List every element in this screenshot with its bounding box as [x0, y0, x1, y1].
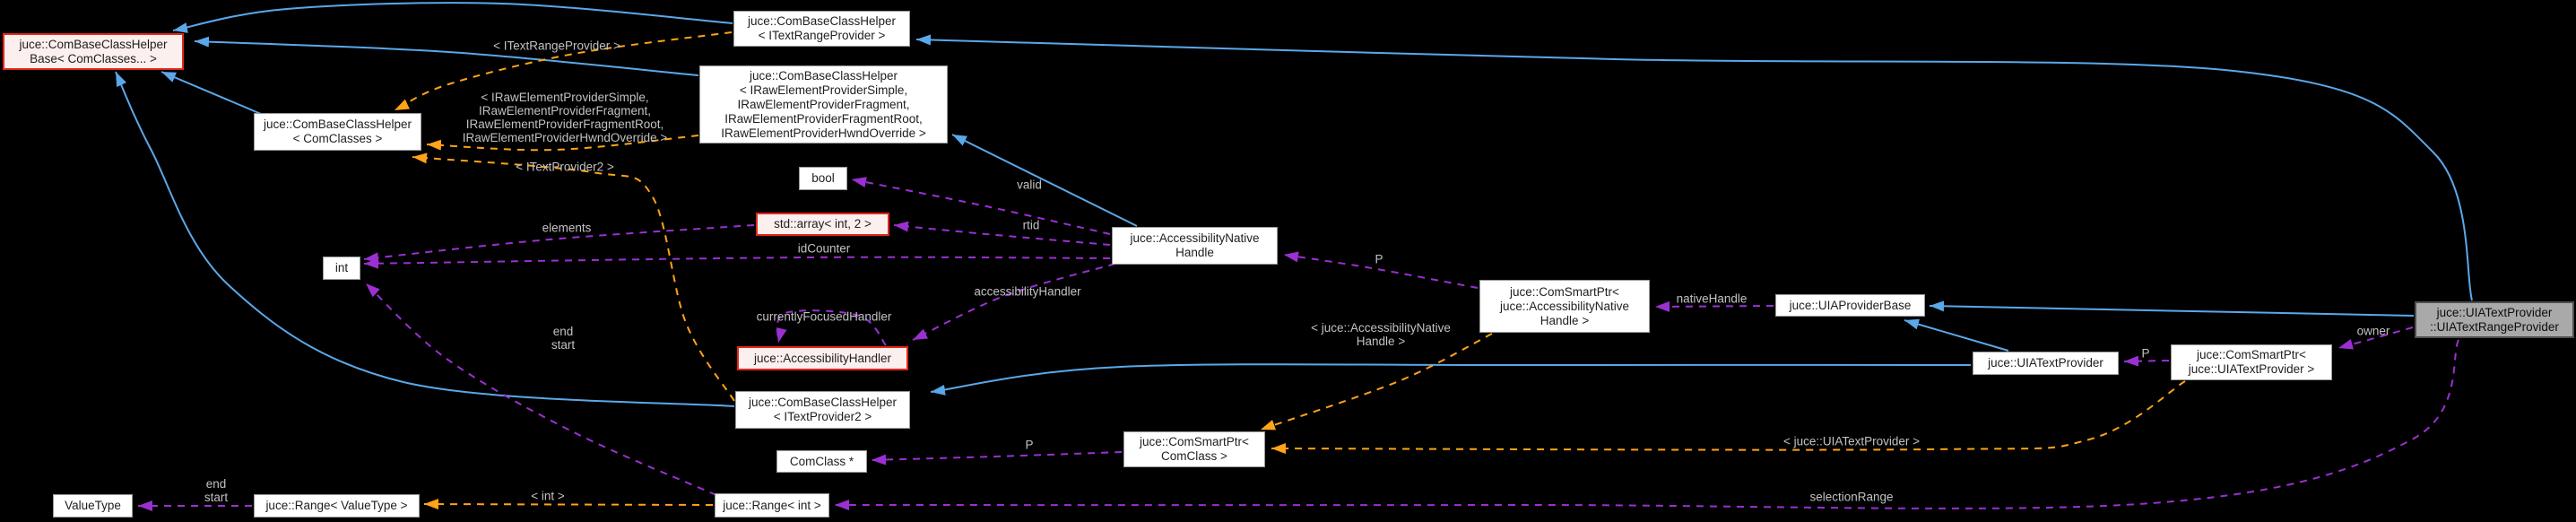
- node-label: juce::Range< ValueType >: [265, 499, 408, 512]
- node-label: ComClass >: [1161, 449, 1227, 463]
- node-label: IRawElementProviderFragmentRoot,: [724, 111, 923, 126]
- node-combaseclasshelper-irawelementprovider[interactable]: juce::ComBaseClassHelper< IRawElementPro…: [699, 65, 948, 144]
- node-label: < ITextProvider2 >: [773, 410, 872, 423]
- node-label: juce::UIATextProvider: [2436, 305, 2553, 319]
- node-uiatextrangeprovider[interactable]: juce::UIATextProvider::UIATextRangeProvi…: [2415, 301, 2574, 338]
- node-label: juce::UIATextProvider >: [2188, 362, 2315, 376]
- node-label: < ITextRangeProvider >: [758, 29, 886, 42]
- node-label: std::array< int, 2 >: [774, 217, 872, 231]
- node-label: ::UIATextRangeProvider: [2430, 319, 2559, 334]
- edge-rtid: [893, 221, 1111, 246]
- edge-tmpl-irawelement: [426, 135, 699, 152]
- edge-elements: [363, 224, 755, 264]
- node-label: Base< ComClasses... >: [30, 51, 157, 65]
- node-bool[interactable]: bool: [799, 167, 847, 190]
- edge-valid: [851, 177, 1111, 235]
- edge-selectionrange: [834, 339, 2459, 511]
- node-label: juce::ComBaseClassHelper: [749, 68, 898, 83]
- edge-itextrangeprovider-helper-to-base: [172, 2, 733, 33]
- edge-uiatextrangeprovider-to-uiaproviderbase: [1929, 300, 2415, 317]
- node-range-valuetype[interactable]: juce::Range< ValueType >: [254, 494, 420, 518]
- edge-irawelement-helper-to-base: [194, 36, 699, 76]
- edge-itextprovider2-helper-to-base: [115, 71, 735, 407]
- edge-tmpl-itextrangeprovider: [394, 31, 733, 111]
- node-valuetype[interactable]: ValueType: [53, 494, 133, 518]
- edge-accessibilityhandler: [912, 263, 1116, 341]
- node-label: ValueType: [65, 499, 121, 512]
- node-label: juce::AccessibilityNative: [1130, 231, 1260, 245]
- node-combaseclasshelper-itextrangeprovider[interactable]: juce::ComBaseClassHelper< ITextRangeProv…: [733, 11, 910, 47]
- edge-tmpl-itextprovider2: [412, 152, 735, 402]
- node-int[interactable]: int: [323, 257, 360, 280]
- edge-smartptr-anh-p: [1283, 251, 1479, 289]
- node-label: Handle: [1175, 246, 1214, 259]
- node-label: juce::ComBaseClassHelper: [19, 37, 168, 51]
- node-label: juce::ComSmartPtr<: [1510, 284, 1619, 299]
- node-label: ComClass *: [789, 454, 854, 468]
- edge-accessibilitynativehandle-to-irawelement-helper: [951, 134, 1138, 227]
- edge-uiatextprovider-to-uiaproviderbase: [1904, 318, 2009, 352]
- node-comsmartptr-comclass[interactable]: juce::ComSmartPtr<ComClass >: [1123, 431, 1265, 467]
- edge-tmpl-int: [423, 499, 714, 510]
- node-label: juce::AccessibilityHandler: [753, 351, 892, 365]
- edge-currentlyfocusedhandler: [776, 309, 887, 346]
- node-label: IRawElementProviderHwndOverride >: [721, 126, 926, 140]
- node-std-array-int-2[interactable]: std::array< int, 2 >: [756, 213, 889, 236]
- node-comsmartptr-uiatextprovider[interactable]: juce::ComSmartPtr<juce::UIATextProvider …: [2171, 344, 2332, 380]
- node-label: bool: [811, 171, 835, 185]
- node-combaseclasshelper-comclasses[interactable]: juce::ComBaseClassHelper< ComClasses >: [254, 113, 421, 151]
- node-label: Handle >: [1540, 313, 1590, 327]
- node-uiatextprovider[interactable]: juce::UIATextProvider: [1973, 352, 2119, 375]
- node-label: juce::UIAProviderBase: [1789, 298, 1912, 312]
- node-label: juce::ComSmartPtr<: [1140, 435, 1249, 448]
- node-combaseclasshelper-itextprovider2[interactable]: juce::ComBaseClassHelper< ITextProvider2…: [735, 391, 910, 429]
- edge-uiatextprovider-to-itextprovider2-helper: [930, 363, 1972, 396]
- node-comclass-ptr[interactable]: ComClass *: [776, 450, 867, 473]
- node-label: juce::ComBaseClassHelper: [263, 117, 412, 131]
- edge-tmpl-uiatextprovider: [1271, 380, 2186, 455]
- edge-uiatextrangeprovider-to-itextrangeprovider-helper: [915, 34, 2473, 301]
- node-uiaproviderbase[interactable]: juce::UIAProviderBase: [1775, 294, 1925, 317]
- node-label: < ComClasses >: [292, 132, 383, 145]
- edge-owner: [2337, 326, 2414, 350]
- node-label: IRawElementProviderFragment,: [737, 97, 910, 111]
- node-label: juce::AccessibilityNative: [1499, 299, 1630, 313]
- node-label: juce::ComBaseClassHelper: [748, 396, 898, 409]
- node-label: juce::ComBaseClassHelper: [747, 14, 897, 28]
- edge-idcounter: [363, 256, 1111, 269]
- edge-smartptr-comclass-p: [871, 451, 1123, 465]
- node-label: juce::ComSmartPtr<: [2197, 348, 2306, 361]
- edge-comclasses-helper-to-base: [160, 71, 262, 115]
- node-comsmartptr-accessibilitynativehandle[interactable]: juce::ComSmartPtr<juce::AccessibilityNat…: [1479, 280, 1650, 333]
- edge-nativehandle: [1654, 300, 1774, 312]
- edge-range-int-end-start: [365, 283, 717, 496]
- node-label: juce::Range< int >: [723, 498, 821, 512]
- node-label: int: [334, 261, 349, 274]
- node-range-int[interactable]: juce::Range< int >: [715, 493, 829, 518]
- edge-tmpl-accessibilitynativehandle: [1260, 333, 1493, 431]
- node-accessibilityhandler[interactable]: juce::AccessibilityHandler: [737, 346, 908, 370]
- node-label: < IRawElementProviderSimple,: [739, 83, 908, 97]
- node-label: juce::UIATextProvider: [1988, 356, 2103, 370]
